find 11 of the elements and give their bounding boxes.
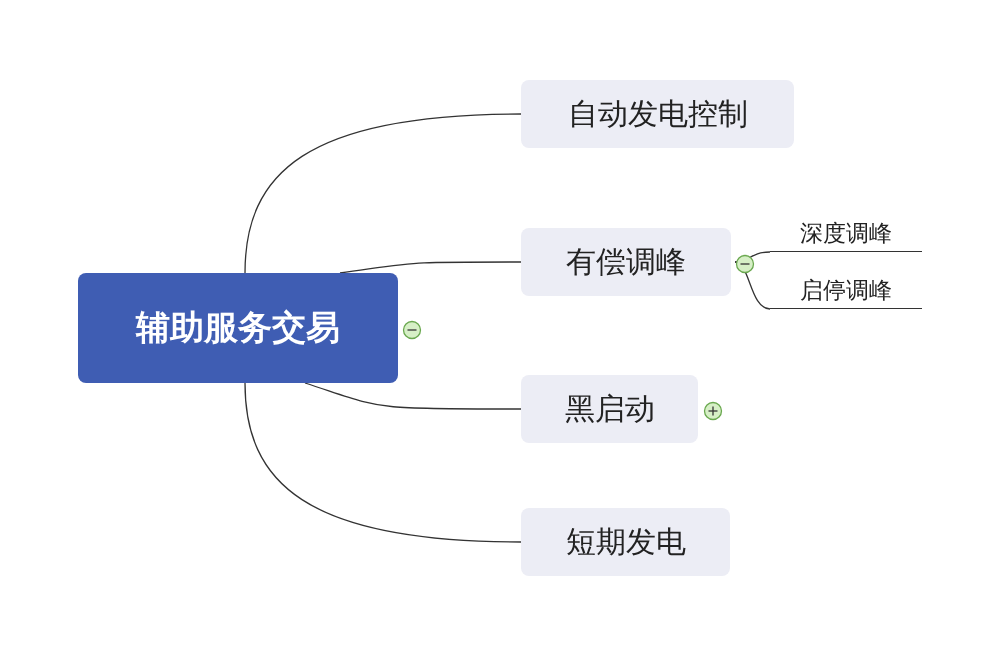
connector-line [244, 113, 522, 274]
subtopic-label: 深度调峰 [770, 220, 922, 252]
connector-line [304, 382, 522, 410]
topic-box: 自动发电控制 [521, 80, 794, 148]
topic-box: 有偿调峰 [521, 228, 731, 296]
topic-box: 短期发电 [521, 508, 730, 576]
connector-line [244, 382, 522, 543]
subtopic-label: 启停调峰 [770, 277, 922, 309]
topic-box: 黑启动 [521, 375, 698, 443]
connector-line [339, 261, 522, 274]
central-topic-box: 辅助服务交易 [78, 273, 398, 383]
